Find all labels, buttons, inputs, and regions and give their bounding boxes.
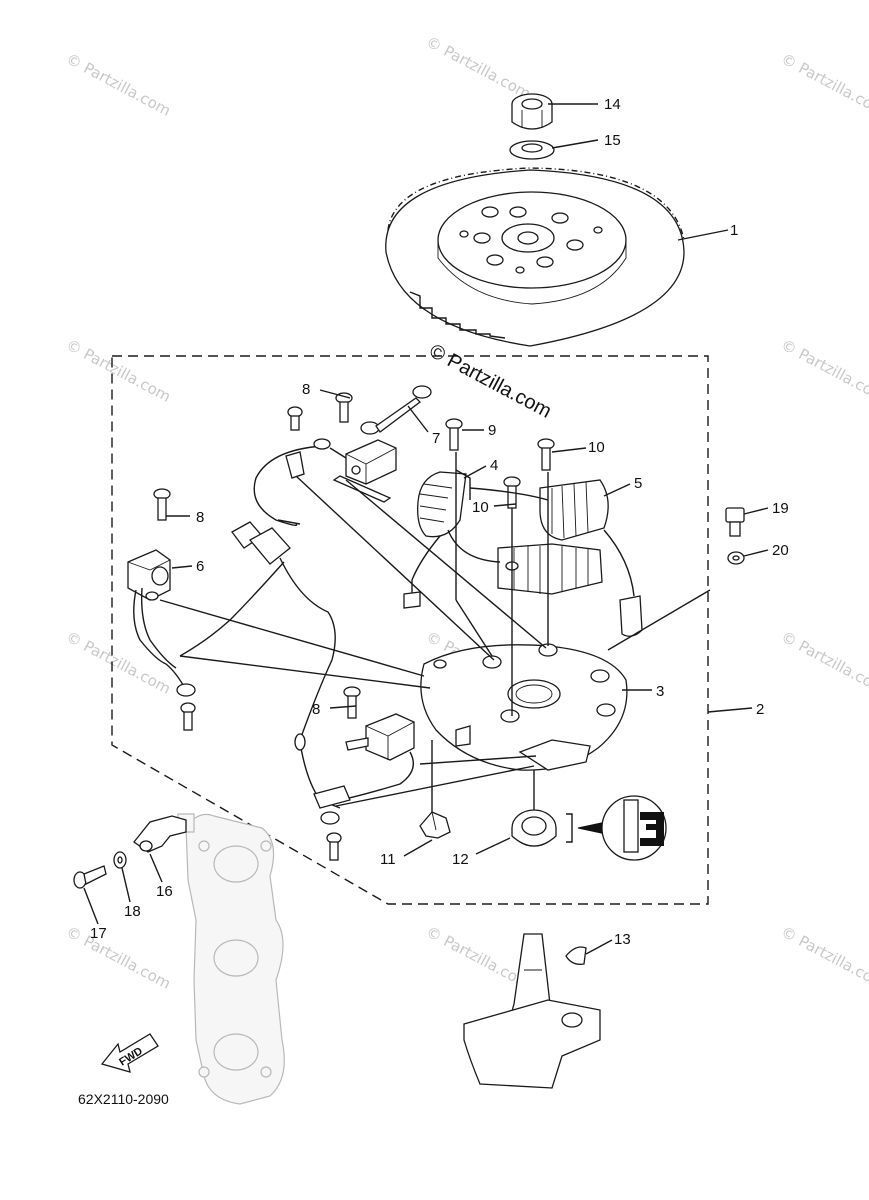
fwd-arrow-icon: FWD — [100, 1033, 159, 1073]
callout-19: 19 — [772, 500, 789, 517]
callout-8c: 8 — [312, 701, 320, 718]
callout-leaders — [83, 103, 769, 955]
callout-10b: 10 — [472, 499, 489, 516]
screw — [445, 418, 463, 451]
assembly-outline — [111, 355, 709, 905]
oil-seal — [511, 809, 557, 847]
callout-20: 20 — [772, 542, 789, 559]
flywheel-nut — [511, 93, 553, 130]
flywheel — [385, 167, 685, 347]
wire-connector — [231, 521, 291, 565]
screw-bottom — [73, 865, 107, 889]
wire-clip — [419, 811, 451, 839]
watermark: © Partzilla.com — [778, 336, 869, 406]
callout-9: 9 — [488, 422, 496, 439]
callouts: 1 2 3 4 5 6 7 8 8 8 9 10 10 11 12 13 14 … — [90, 96, 789, 948]
pulser-coil-lower — [345, 713, 415, 761]
watermark: © Partzilla.com — [63, 923, 174, 993]
callout-2: 2 — [756, 701, 764, 718]
callout-8a: 8 — [302, 381, 310, 398]
detail-circle — [601, 795, 667, 861]
screw — [287, 406, 303, 431]
screw — [180, 702, 196, 731]
screw — [153, 488, 171, 521]
bracket — [133, 815, 187, 853]
callout-3: 3 — [656, 683, 664, 700]
callout-17: 17 — [90, 925, 107, 942]
diagram-part-number: 62X2110-2090 — [78, 1091, 169, 1107]
callout-5: 5 — [634, 475, 642, 492]
washer-small — [727, 551, 745, 565]
stator-base — [420, 643, 628, 771]
callout-16: 16 — [156, 883, 173, 900]
woodruff-key — [565, 946, 587, 965]
callout-15: 15 — [604, 132, 621, 149]
center-watermark: © Partzilla.com — [426, 340, 555, 423]
watermark: © Partzilla.com — [63, 336, 174, 406]
callout-18: 18 — [124, 903, 141, 920]
callout-4: 4 — [490, 457, 498, 474]
crankshaft — [463, 933, 601, 1089]
lighting-coil — [539, 479, 609, 541]
watermark: © Partzilla.com — [778, 50, 869, 120]
callout-12: 12 — [452, 851, 469, 868]
washer — [509, 140, 555, 160]
callout-7: 7 — [432, 430, 440, 447]
callout-11: 11 — [380, 851, 396, 868]
callout-13: 13 — [614, 931, 631, 948]
watermark: © Partzilla.com — [778, 923, 869, 993]
callout-6: 6 — [196, 558, 204, 575]
callout-8b: 8 — [196, 509, 204, 526]
callout-1: 1 — [730, 222, 738, 239]
screw — [343, 686, 361, 719]
callout-10a: 10 — [588, 439, 605, 456]
pulser-coil-left — [127, 549, 171, 601]
stator-coil — [497, 543, 603, 595]
watermark: © Partzilla.com — [63, 50, 174, 120]
bolt — [725, 507, 745, 537]
callout-14: 14 — [604, 96, 621, 113]
engine-block — [177, 813, 285, 1105]
watermark: © Partzilla.com — [778, 628, 869, 698]
charge-coil — [417, 469, 471, 538]
washer-bottom — [113, 851, 127, 869]
watermark: © Partzilla.com — [423, 33, 534, 103]
watermark: © Partzilla.com — [63, 628, 174, 698]
ground-lead — [360, 385, 432, 435]
pulser-coil — [332, 439, 397, 503]
screw — [537, 438, 555, 471]
screw — [326, 832, 342, 861]
